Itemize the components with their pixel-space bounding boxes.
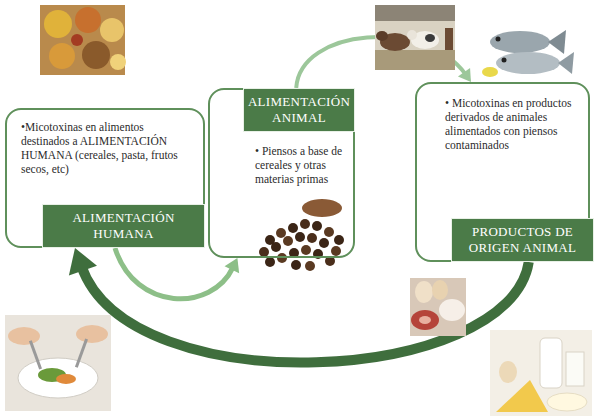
- spices-photo-part: [110, 54, 126, 70]
- dairy-photo-part: [499, 361, 517, 383]
- arrow-head: [225, 258, 240, 273]
- plate-hands-photo-part: [8, 327, 40, 345]
- eggs-meat-photo: [410, 278, 466, 336]
- pellets-photo-part: [283, 236, 293, 246]
- pellets-photo-part: [276, 228, 286, 238]
- pellets-photo-part: [259, 247, 269, 257]
- cycle-arrow: [115, 248, 239, 299]
- arrow-line: [115, 248, 233, 299]
- pellets-photo-part: [300, 219, 310, 229]
- header-label: ALIMENTACIÓN HUMANA: [42, 204, 205, 248]
- arrow-head: [69, 248, 97, 276]
- spices-photo-part: [40, 5, 125, 75]
- eggs-meat-photo-part: [411, 310, 439, 330]
- pellets-photo-part: [277, 253, 287, 263]
- plate-hands-photo-part: [75, 339, 88, 368]
- pellets-photo-part: [271, 242, 281, 252]
- spices-photo-part: [49, 43, 75, 69]
- cows-photo-part: [425, 34, 435, 42]
- fish-photo-part: [502, 58, 507, 63]
- pellets-photo-part: [312, 221, 322, 231]
- stage-box: •Micotoxinas en alimentos destinados a A…: [5, 108, 205, 248]
- spices-photo-part: [71, 34, 83, 46]
- dairy-photo: [490, 330, 592, 416]
- header-label: ALIMENTACIÓN ANIMAL: [243, 88, 355, 132]
- pellets-photo-part: [295, 232, 305, 242]
- pellets-photo-part: [319, 238, 329, 248]
- cows-photo-part: [375, 5, 455, 21]
- stage-box: • Piensos a base de cereales y otras mat…: [208, 88, 355, 258]
- pellets-photo-part: [291, 260, 301, 270]
- pellets-photo-part: [324, 227, 334, 237]
- eggs-meat-photo-part: [410, 278, 466, 336]
- arrow-head: [458, 68, 471, 82]
- fish-photo-part: [558, 52, 574, 74]
- fish-photo-part: [490, 31, 550, 53]
- plate-hands-photo-part: [29, 340, 42, 369]
- cows-photo-part: [376, 31, 388, 41]
- eggs-meat-photo-part: [432, 280, 448, 300]
- eggs-meat-photo-part: [439, 299, 465, 321]
- dairy-photo-part: [566, 352, 584, 386]
- dairy-photo-part: [547, 393, 587, 411]
- cows-photo-part: [375, 5, 455, 70]
- fish-photo-part: [548, 30, 566, 54]
- bullet-text: • Micotoxinas en productos derivados de …: [445, 96, 580, 152]
- cows-photo-part: [375, 50, 455, 70]
- plate-hands-photo-part: [5, 315, 111, 411]
- plate-hands-photo-part: [76, 325, 108, 343]
- spices-photo-part: [100, 18, 124, 42]
- pellets-photo: [259, 199, 344, 271]
- dairy-photo-part: [490, 330, 592, 416]
- pellets-photo-part: [307, 233, 317, 243]
- cycle-arrow: [69, 248, 529, 362]
- fish-photo-part: [496, 52, 560, 74]
- bullet-text: •Micotoxinas en alimentos destinados a A…: [21, 120, 189, 176]
- fish-photo-part: [482, 67, 498, 77]
- cows-photo-part: [445, 28, 453, 50]
- pellets-photo-part: [334, 235, 344, 245]
- stage-box: • Micotoxinas en productos derivados de …: [415, 82, 590, 262]
- plate-hands-photo: [5, 315, 111, 411]
- arrow-line: [81, 262, 528, 362]
- pellets-photo-part: [265, 257, 275, 267]
- pellets-photo-part: [331, 246, 341, 256]
- pellets-photo-part: [305, 261, 315, 271]
- spices-photo-part: [44, 10, 72, 38]
- header-text: ALIMENTACIÓN HUMANA: [49, 210, 198, 242]
- cows-photo: [375, 5, 455, 70]
- header-text: ALIMENTACIÓN ANIMAL: [248, 94, 350, 126]
- pellets-photo-part: [301, 245, 311, 255]
- fish-photo-part: [496, 37, 501, 42]
- spices-photo-part: [75, 7, 101, 33]
- plate-hands-photo-part: [18, 358, 98, 398]
- spices-photo: [40, 5, 126, 75]
- spices-photo-part: [82, 41, 110, 69]
- header-label: PRODUCTOS DE ORIGEN ANIMAL: [451, 218, 594, 262]
- header-text: PRODUCTOS DE ORIGEN ANIMAL: [458, 224, 587, 256]
- cows-photo-part: [407, 30, 417, 40]
- pellets-photo-part: [302, 199, 342, 217]
- fish-photo: [482, 30, 574, 77]
- bullet-text: • Piensos a base de cereales y otras mat…: [255, 144, 347, 186]
- pellets-photo-part: [288, 223, 298, 233]
- plate-hands-photo-part: [56, 374, 76, 384]
- dairy-photo-part: [496, 380, 548, 412]
- eggs-meat-photo-part: [419, 316, 431, 324]
- dairy-photo-part: [540, 338, 562, 388]
- eggs-meat-photo-part: [415, 281, 433, 303]
